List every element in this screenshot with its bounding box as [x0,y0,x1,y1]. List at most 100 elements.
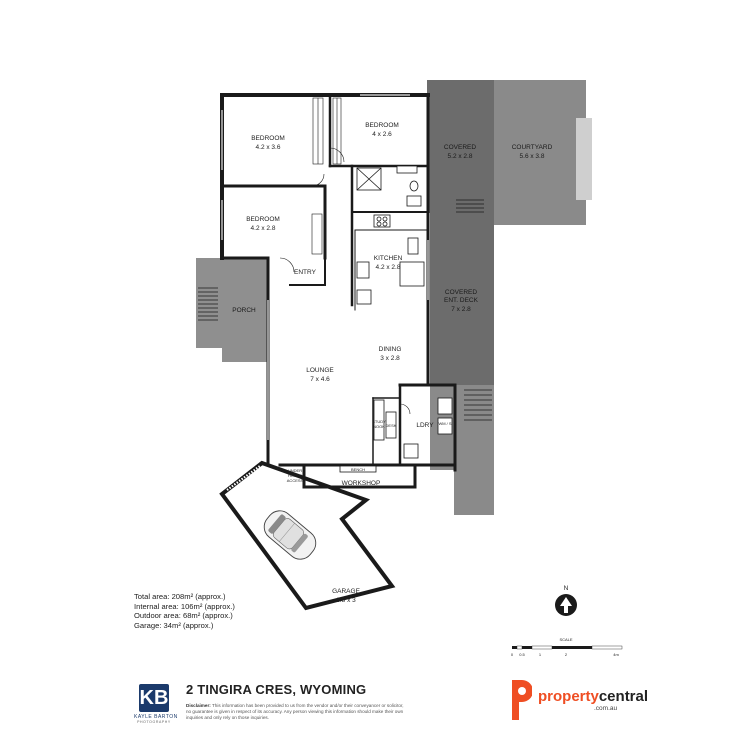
workshop-name: WORKSHOP [342,480,381,487]
ldry-name: LDRY [416,422,434,429]
desk-name: DESK [386,423,397,428]
internal-area: Internal area: 106m² (approx.) [134,601,235,611]
outdoor-areas [196,80,592,515]
disclaimer-text: This information has been provided to us… [186,703,404,721]
scale-title: SCALE [559,637,572,642]
courtyard-name: COURTYARD [512,144,553,151]
garage-walls [219,460,396,611]
bench-name: BENCH [351,467,365,472]
study-line2: NOOK [373,424,385,429]
wardrobes [311,97,342,255]
car-icon [263,510,317,560]
lounge-name: LOUNGE [306,367,334,374]
covered-deck-area [430,213,494,385]
stairs [198,199,492,421]
kb-mark: KB [139,684,169,712]
north-compass: N [555,585,577,616]
deck-name-1: COVERED [445,289,477,296]
covered-name: COVERED [444,144,476,151]
under-house-1: UNDER [288,468,302,473]
entry-name: ENTRY [294,269,317,276]
garage [219,460,396,611]
outdoor-area: Outdoor area: 68m² (approx.) [134,611,233,620]
bench-top [339,465,377,473]
desk-top [385,411,397,439]
property-central-domain: .com.au [594,705,618,712]
scale-tick-1: 0.5 [519,652,525,657]
disclaimer-label: Disclaimer: [186,703,211,708]
bedroom3-size: 4.2 x 2.8 [251,225,276,232]
porch-stairs [198,287,218,321]
kb-name: KAYLE BARTON [134,714,178,720]
doors [279,147,411,415]
garage-door [226,465,261,491]
property-central-p-icon [512,680,532,720]
property-central-logo: propertycentral .com.au [512,676,648,724]
bedroom1-size: 4.2 x 3.6 [256,144,281,151]
bath-basin [406,195,422,207]
scale-tick-3: 2 [565,652,568,657]
deck-name-2: ENT. DECK [444,297,479,304]
kitchen-sink [407,237,419,255]
pc-name-b: central [598,688,649,705]
wm-name: WM / S [438,421,451,426]
disclaimer: Disclaimer: This information has been pr… [186,703,406,722]
garage-area: Garage: 34m² (approx.) [134,620,214,630]
kayle-barton-logo: KB KAYLE BARTON PHOTOGRAPHY [134,684,178,724]
courtyard-area [494,80,586,225]
lounge-size: 7 x 4.6 [310,376,330,383]
covered-area [427,80,494,213]
study-line1: STUDY [372,419,386,424]
kb-sub: PHOTOGRAPHY [137,720,171,724]
bedroom2-size: 4 x 2.6 [372,131,392,138]
under-house-3: ACCESS [287,478,304,483]
pantry [356,289,372,305]
window-frames [220,93,430,440]
covered-stairs [456,199,484,213]
vanity [396,165,418,174]
dining-size: 3 x 2.8 [380,355,400,362]
scale-tick-2: 1 [539,652,542,657]
scale-tick-4: 4m [613,652,619,657]
windows [221,94,429,440]
porch-name: PORCH [232,307,256,314]
ldry-basin [403,443,419,459]
kitchen-fixtures [356,214,425,305]
side-deck-area [430,385,494,515]
property-address: 2 TINGIRA CRES, WYOMING [186,682,367,697]
kitchen-size: 4.2 x 2.8 [376,264,401,271]
cooktop [373,214,391,228]
kitchen-name: KITCHEN [374,255,403,262]
dining-name: DINING [379,346,402,353]
porch-area [196,258,268,362]
study-shelf [373,399,385,441]
toilet [409,180,419,192]
compass-label: N [564,585,569,592]
room-labels: BEDROOM 4.2 x 3.6 BEDROOM 4 x 2.6 BEDROO… [232,122,552,604]
courtyard-size: 5.6 x 3.8 [520,153,545,160]
garage-name: GARAGE [332,588,360,595]
total-area: Total area: 208m² (approx.) [134,592,226,601]
courtyard-hedge [576,118,592,200]
property-central-wordmark: propertycentral [538,688,648,705]
wardrobe-bed3 [311,213,323,255]
covered-size: 5.2 x 2.8 [448,153,473,160]
deck-stairs [464,389,492,421]
scale-bar: SCALE 0 0.5 1 2 4m [511,637,623,657]
bedroom1-name: BEDROOM [251,135,285,142]
deck-size: 7 x 2.8 [451,306,471,313]
bedroom2-name: BEDROOM [365,122,399,129]
scale-tick-0: 0 [511,652,514,657]
under-house-2: HOUSE [288,473,303,478]
bedroom3-name: BEDROOM [246,216,280,223]
laundry-fixtures [285,397,453,483]
area-summary: Total area: 208m² (approx.) Internal are… [134,592,235,630]
fridge [356,261,370,279]
garage-size: 6.8 x 3 [336,597,356,604]
tub [437,397,453,415]
wm-box [437,417,453,435]
north-arrow-icon [560,597,572,613]
bathroom-fixtures [356,165,422,207]
island [399,261,425,287]
